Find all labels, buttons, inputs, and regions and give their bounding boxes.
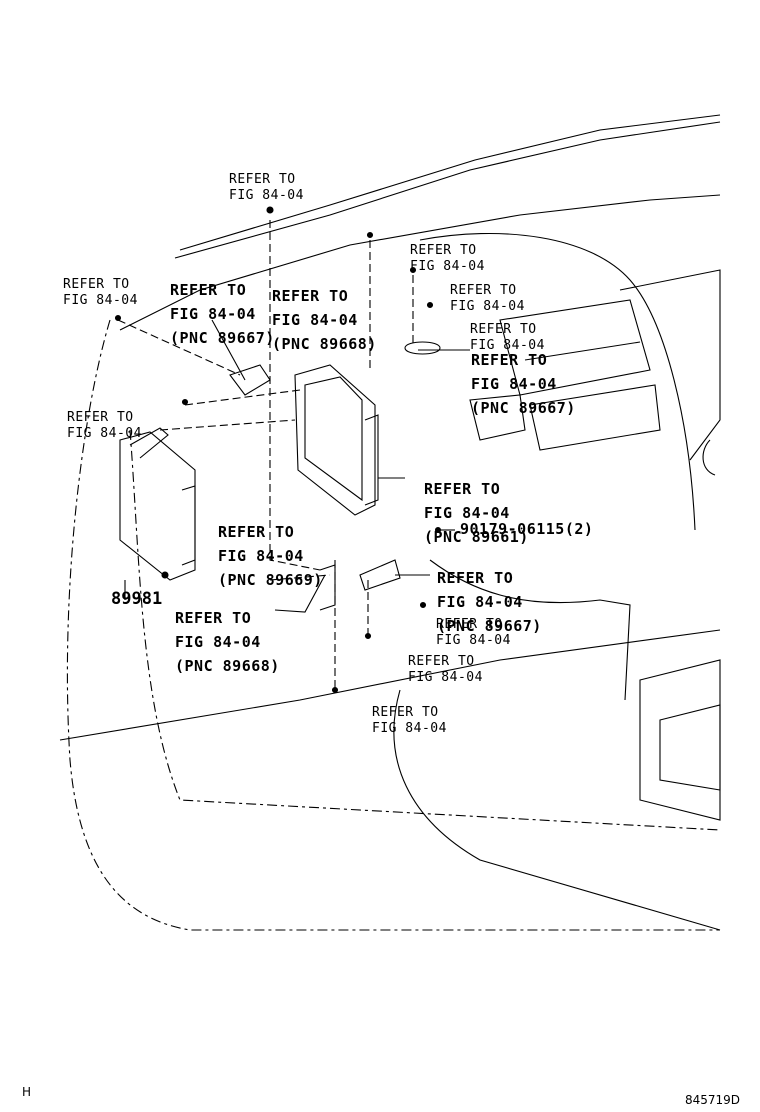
- ecu-box: [294, 364, 376, 516]
- bolt-6: [181, 398, 189, 406]
- floor-line: [59, 629, 721, 741]
- dashboard-upper-panel: [119, 194, 721, 331]
- bolt-4: [426, 301, 434, 309]
- bolt-7: [434, 526, 442, 534]
- bolt-3: [409, 266, 417, 274]
- body-outline: [66, 319, 720, 931]
- right-lower-box: [639, 659, 721, 821]
- ecu-box-inner: [304, 376, 363, 502]
- center-console: [499, 299, 651, 396]
- right-lower-box-inner: [659, 704, 721, 791]
- ecu-connector: [364, 414, 379, 506]
- bolt-5: [114, 314, 122, 322]
- leader-9: [269, 574, 331, 581]
- leader-pnc89667: [211, 319, 246, 381]
- grommet: [404, 341, 441, 355]
- control-unit-89981: [119, 431, 196, 581]
- leader-2: [184, 389, 301, 406]
- dashboard-curve: [419, 233, 696, 531]
- label-part-number: 89981: [111, 589, 163, 609]
- bolt-9: [364, 632, 372, 640]
- leader-6: [159, 419, 296, 431]
- bolt-11: [161, 571, 169, 579]
- leader-3: [269, 220, 321, 571]
- body-outline-2: [129, 429, 721, 831]
- bolt-2: [366, 231, 374, 239]
- bolt-10: [331, 686, 339, 694]
- bracket-left: [229, 364, 271, 396]
- control-unit-tab: [129, 427, 169, 459]
- lower-panel: [429, 559, 631, 701]
- bolt-top: [266, 206, 274, 214]
- vent-slot-2: [524, 341, 641, 361]
- dash-right-panel: [619, 269, 721, 461]
- leader-1: [117, 319, 241, 376]
- bracket-lower: [359, 559, 401, 591]
- dashboard-top-edge: [174, 121, 721, 259]
- vent-slot: [529, 384, 661, 451]
- bolt-8: [419, 601, 427, 609]
- dash-right-circle: [702, 439, 716, 476]
- dashboard-top-edge-2: [179, 114, 721, 251]
- leader-89668b: [274, 574, 326, 613]
- glovebox: [469, 394, 526, 441]
- floor-line-2: [393, 689, 721, 931]
- control-unit-connector: [181, 485, 196, 566]
- label-bolt-part: 90179-06115(2): [460, 520, 594, 538]
- corner-left-code: H: [22, 1085, 32, 1099]
- corner-right-code: 845719D: [685, 1093, 741, 1107]
